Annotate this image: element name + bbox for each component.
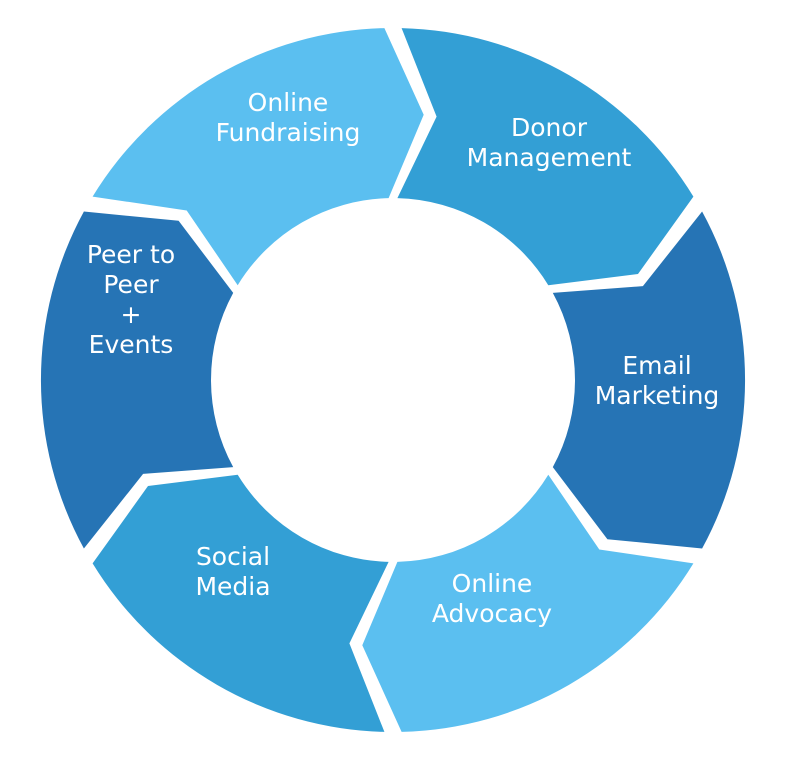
segment-donor-management — [397, 28, 694, 286]
label-line: Peer to — [87, 240, 175, 269]
label-line: Donor — [511, 113, 588, 142]
label-line: + — [121, 300, 142, 329]
label-line: Events — [89, 330, 174, 359]
label-line: Fundraising — [216, 118, 361, 147]
label-line: Management — [467, 143, 632, 172]
label-line: Marketing — [595, 381, 720, 410]
segment-online-fundraising — [92, 28, 424, 286]
segment-social-media — [92, 474, 389, 732]
label-line: Online — [452, 569, 533, 598]
segment-layer — [40, 28, 746, 732]
segment-online-advocacy — [362, 474, 694, 732]
label-line: Social — [196, 542, 270, 571]
label-line: Advocacy — [432, 599, 552, 628]
label-line: Online — [248, 88, 329, 117]
segment-peer-to-peer-events — [40, 211, 234, 549]
segment-email-marketing — [552, 211, 746, 549]
label-line: Media — [195, 572, 270, 601]
label-line: Email — [622, 351, 691, 380]
label-line: Peer — [103, 270, 159, 299]
